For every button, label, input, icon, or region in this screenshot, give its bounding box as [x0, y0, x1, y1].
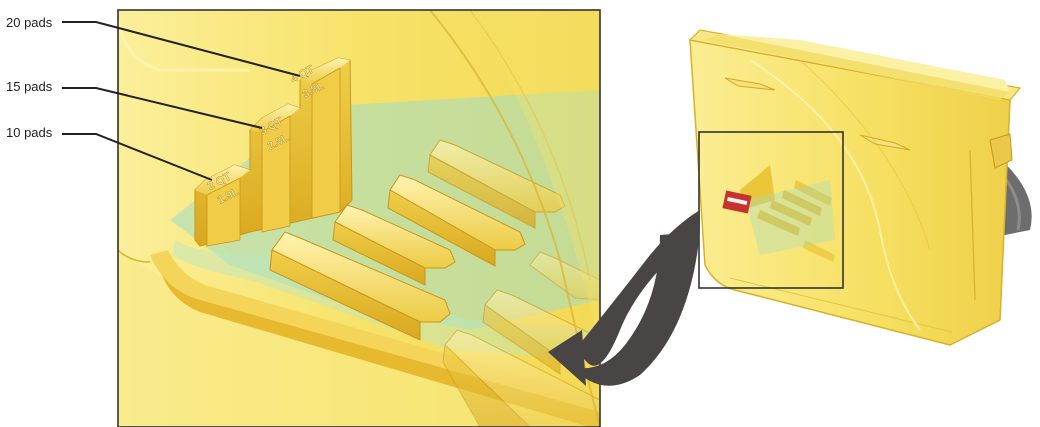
- bucket-illustration: [688, 29, 1032, 346]
- callout-arrow: [548, 210, 700, 386]
- pad-bar: [427, 139, 566, 229]
- pad-bar: [269, 231, 451, 341]
- leader-lines: [62, 21, 301, 181]
- label-20-pads: 20 pads: [6, 15, 53, 30]
- pad-bar: [442, 329, 600, 427]
- zoom-frame: [117, 9, 601, 427]
- label-10-pads: 10 pads: [6, 125, 53, 140]
- label-15-pads: 15 pads: [6, 79, 53, 94]
- pad-bar: [529, 251, 600, 301]
- zoom-view: 2 QT 1.9L 3 QT 2.8L 4 QT 3.8L: [118, 10, 600, 427]
- measuring-steps: 2 QT 1.9L 3 QT 2.8L 4 QT 3.8L: [194, 57, 353, 247]
- pad-bar: [332, 204, 456, 286]
- inset-frame: [698, 131, 844, 289]
- pad-bar: [387, 174, 526, 267]
